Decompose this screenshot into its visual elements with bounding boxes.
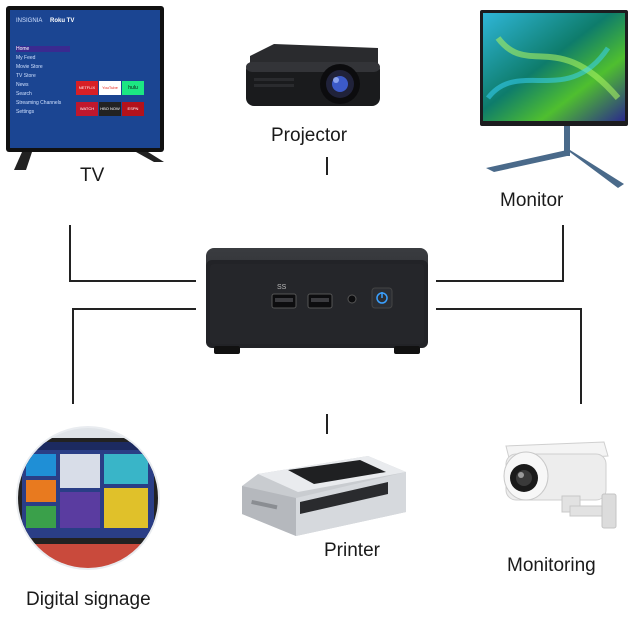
wire-monitor-horizontal: [436, 280, 564, 282]
wire-monitoring-vertical: [580, 308, 582, 404]
tv-menu-item: TV Store: [16, 73, 36, 79]
monitor-device: [478, 8, 630, 192]
tv-device: INSIGNIA Roku TV Home My Feed Movie Stor…: [4, 4, 166, 172]
usb-port-label: SS: [277, 284, 287, 291]
tv-app-tile: HBO NOW: [99, 102, 121, 116]
tv-platform: Roku TV: [50, 18, 75, 24]
digital-signage-label: Digital signage: [26, 589, 151, 610]
wire-signage-vertical: [72, 308, 74, 404]
wire-monitor-vertical: [562, 225, 564, 282]
tv-menu-item: Search: [16, 91, 32, 97]
tv-menu-item: Home: [16, 46, 70, 52]
security-camera-icon: [503, 441, 617, 529]
tv-app-tile: hulu: [122, 81, 144, 95]
tv-menu-item: Settings: [16, 109, 35, 115]
tv-menu-item: Streaming Channels: [16, 100, 62, 106]
projector-label: Projector: [271, 125, 348, 146]
wire-monitoring-horizontal: [436, 308, 582, 310]
printer-device: [238, 452, 410, 542]
wire-projector: [326, 157, 328, 175]
tv-menu-item: My Feed: [16, 55, 36, 61]
tv-app-tile: YouTube: [99, 81, 121, 95]
printer-icon: [242, 456, 406, 536]
tv-icon: [6, 6, 164, 170]
tv-app-tile: ESPN: [122, 102, 144, 116]
digital-signage-icon: [16, 426, 160, 570]
wire-printer: [326, 414, 328, 434]
wire-tv-vertical: [69, 225, 71, 282]
wire-tv-horizontal: [69, 280, 196, 282]
projector-icon: [246, 44, 380, 106]
monitoring-label: Monitoring: [507, 555, 596, 576]
tv-menu-item: News: [16, 82, 29, 88]
wire-signage-horizontal: [72, 308, 196, 310]
mini-pc-icon: [206, 248, 428, 354]
monitoring-device: [492, 440, 622, 532]
tv-menu: Home My Feed Movie Store TV Store News S…: [16, 46, 70, 115]
printer-label: Printer: [324, 540, 380, 561]
monitor-label: Monitor: [500, 190, 564, 211]
digital-signage-device: [14, 424, 162, 572]
monitor-icon: [480, 10, 628, 188]
tv-brand: INSIGNIA: [16, 18, 43, 24]
tv-app-tile: NETFLIX: [76, 81, 98, 95]
tv-label: TV: [80, 165, 105, 186]
tv-menu-item: Movie Store: [16, 64, 43, 70]
mini-pc-hub: SS: [204, 246, 430, 358]
tv-app-tile: WATCH: [76, 102, 98, 116]
projector-device: [240, 38, 382, 112]
